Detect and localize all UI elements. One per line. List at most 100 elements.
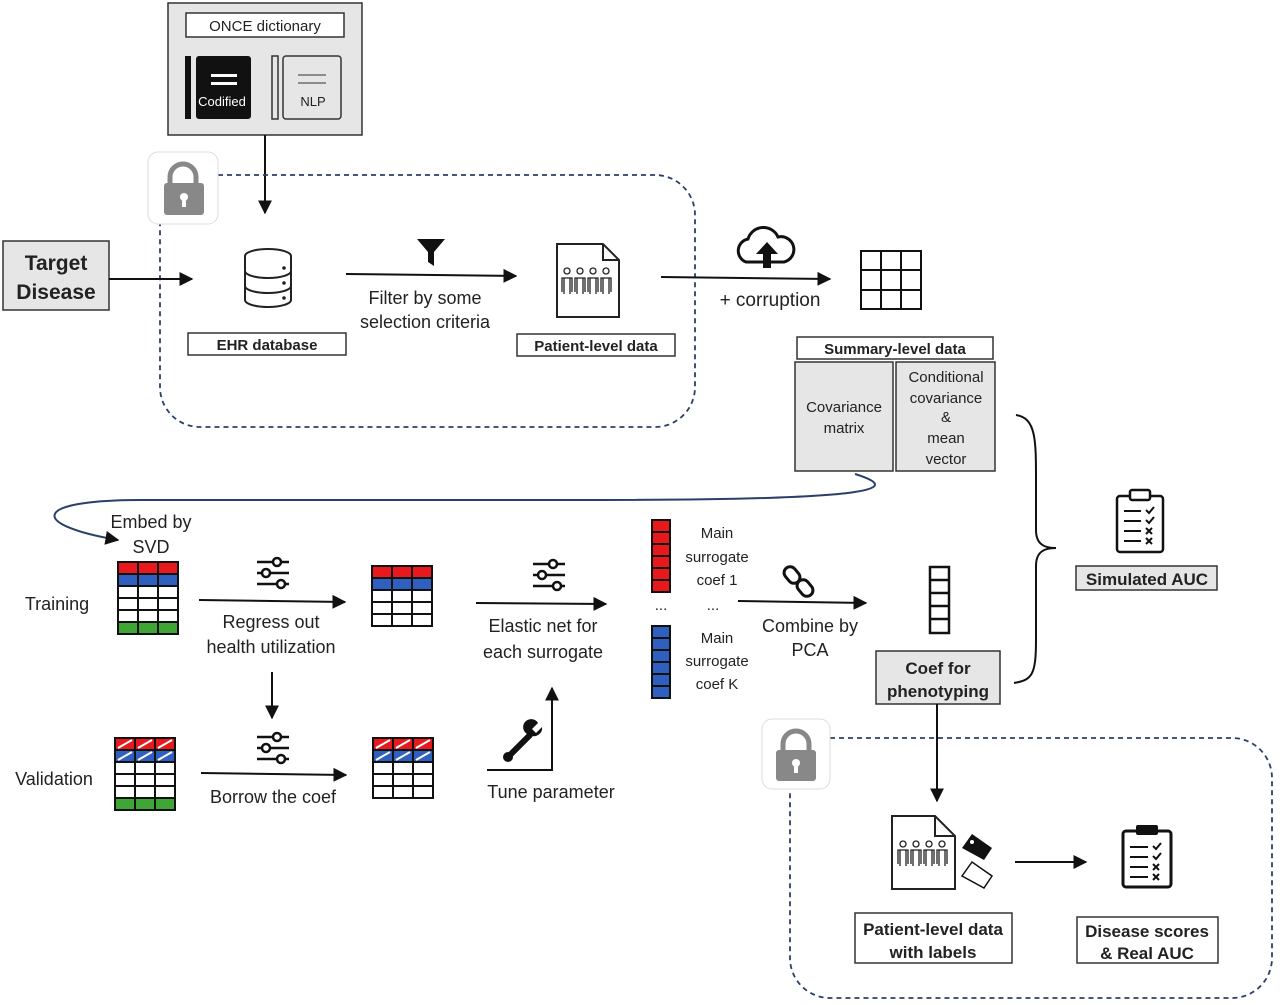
once-dictionary-panel: ONCE dictionary Codified NLP [167,2,363,136]
labeled-line1: Patient-level data [863,920,1003,939]
scores-line1: Disease scores [1085,922,1209,941]
hatch-line [375,739,391,749]
matrix-cell [117,561,139,575]
matrix-cell [392,773,414,787]
training-matrix [117,561,179,635]
hatch-line [157,751,173,761]
summary-title: Summary-level data [824,341,966,358]
brace [1013,414,1057,684]
matrix-cell [117,573,139,587]
borrow-arrow [200,767,348,782]
nlp-label: NLP [300,94,325,109]
vector-cell [651,637,671,651]
matrix-cell [154,797,176,811]
simulated-auc-box [1075,565,1218,591]
conditional-line1: Conditional [908,369,983,386]
hatch-line [157,739,173,749]
matrix-cell [154,761,176,775]
matrix-cell [157,597,179,611]
matrix-cell [157,561,179,575]
surrogateK-line3: coef K [696,676,739,693]
surrogate1-line3: coef 1 [697,572,738,589]
target-line2: Disease [16,281,95,304]
matrix-cell [391,565,413,579]
matrix-cell [157,573,179,587]
elastic-line1: Elastic net for [488,616,597,636]
hatch-line [415,751,431,761]
vector-cell [651,625,671,639]
training-residual-matrix [371,565,433,627]
matrix-cell [137,597,159,611]
matrix-cell [391,601,413,615]
surrogate-vectors [651,519,671,699]
matrix-cell [154,773,176,787]
matrix-cell [412,785,434,799]
matrix-cell [134,761,156,775]
combine-line1: Combine by [762,616,858,636]
combine-arrow [737,595,868,610]
conditional-line4: mean [927,430,965,447]
matrices-group [114,561,434,811]
matrix-cell [114,773,136,787]
surrogateK-line2: surrogate [685,653,748,670]
regress-line2: health utilization [206,637,335,657]
matrix-cell [411,613,433,627]
conditional-line5: vector [926,451,967,468]
matrix-cell [157,609,179,623]
matrix-cell [137,609,159,623]
clipboard-icon [1121,825,1173,889]
dots-right: ... [707,597,720,614]
filter-line1: Filter by some [368,288,481,308]
filter-arrow [345,268,518,283]
matrix-cell [411,565,433,579]
hatch-line [137,739,153,749]
cloud-upload-icon [736,226,796,268]
funnel-icon [417,239,445,266]
patient-document-icon [556,243,620,318]
hatch-line [117,739,133,749]
patient-label: Patient-level data [534,338,658,355]
validation-residual-matrix [372,737,434,799]
matrix-cell [372,761,394,775]
upload-arrow [660,271,832,286]
summary-grid-icon [860,250,922,310]
secure-region-bottom [789,737,1273,999]
surrogate-coef-1-vector [651,519,671,593]
summary-title-box [796,336,994,360]
matrix-cell [137,561,159,575]
surrogate1-line2: surrogate [685,549,748,566]
database-icon [244,248,292,308]
secure-region-top [159,174,696,428]
conditional-line3: & [941,409,951,426]
matrix-cell [117,597,139,611]
matrix-cell [137,621,159,635]
regress-line1: Regress out [222,612,319,632]
embed-line1: Embed by [110,512,191,532]
scores-line2: & Real AUC [1100,944,1194,963]
conditional-line2: covariance [910,390,983,407]
vector-cell [651,531,671,545]
matrix-cell [137,585,159,599]
hatch-line [137,751,153,761]
coef-line2: phenotyping [887,682,989,701]
matrix-cell [371,565,393,579]
embed-line2: SVD [132,537,169,557]
link-icon [782,565,815,598]
vector-cell [651,649,671,663]
covariance-line1: Covariance [806,399,882,416]
coef-vector-icon [928,565,951,635]
matrix-cell [114,785,136,799]
target-disease-box [2,240,110,311]
matrix-cell [412,773,434,787]
vector-cell [651,567,671,581]
lock-icon [147,151,219,225]
labeled-line2: with labels [889,943,977,962]
combine-line2: PCA [791,640,828,660]
simulated-auc-label: Simulated AUC [1086,570,1208,589]
matrix-cell [391,577,413,591]
hatch-line [395,739,411,749]
hatch-line [375,751,391,761]
matrix-cell [371,613,393,627]
labeled-patient-document-icon [891,815,956,890]
vector-cell [651,519,671,533]
